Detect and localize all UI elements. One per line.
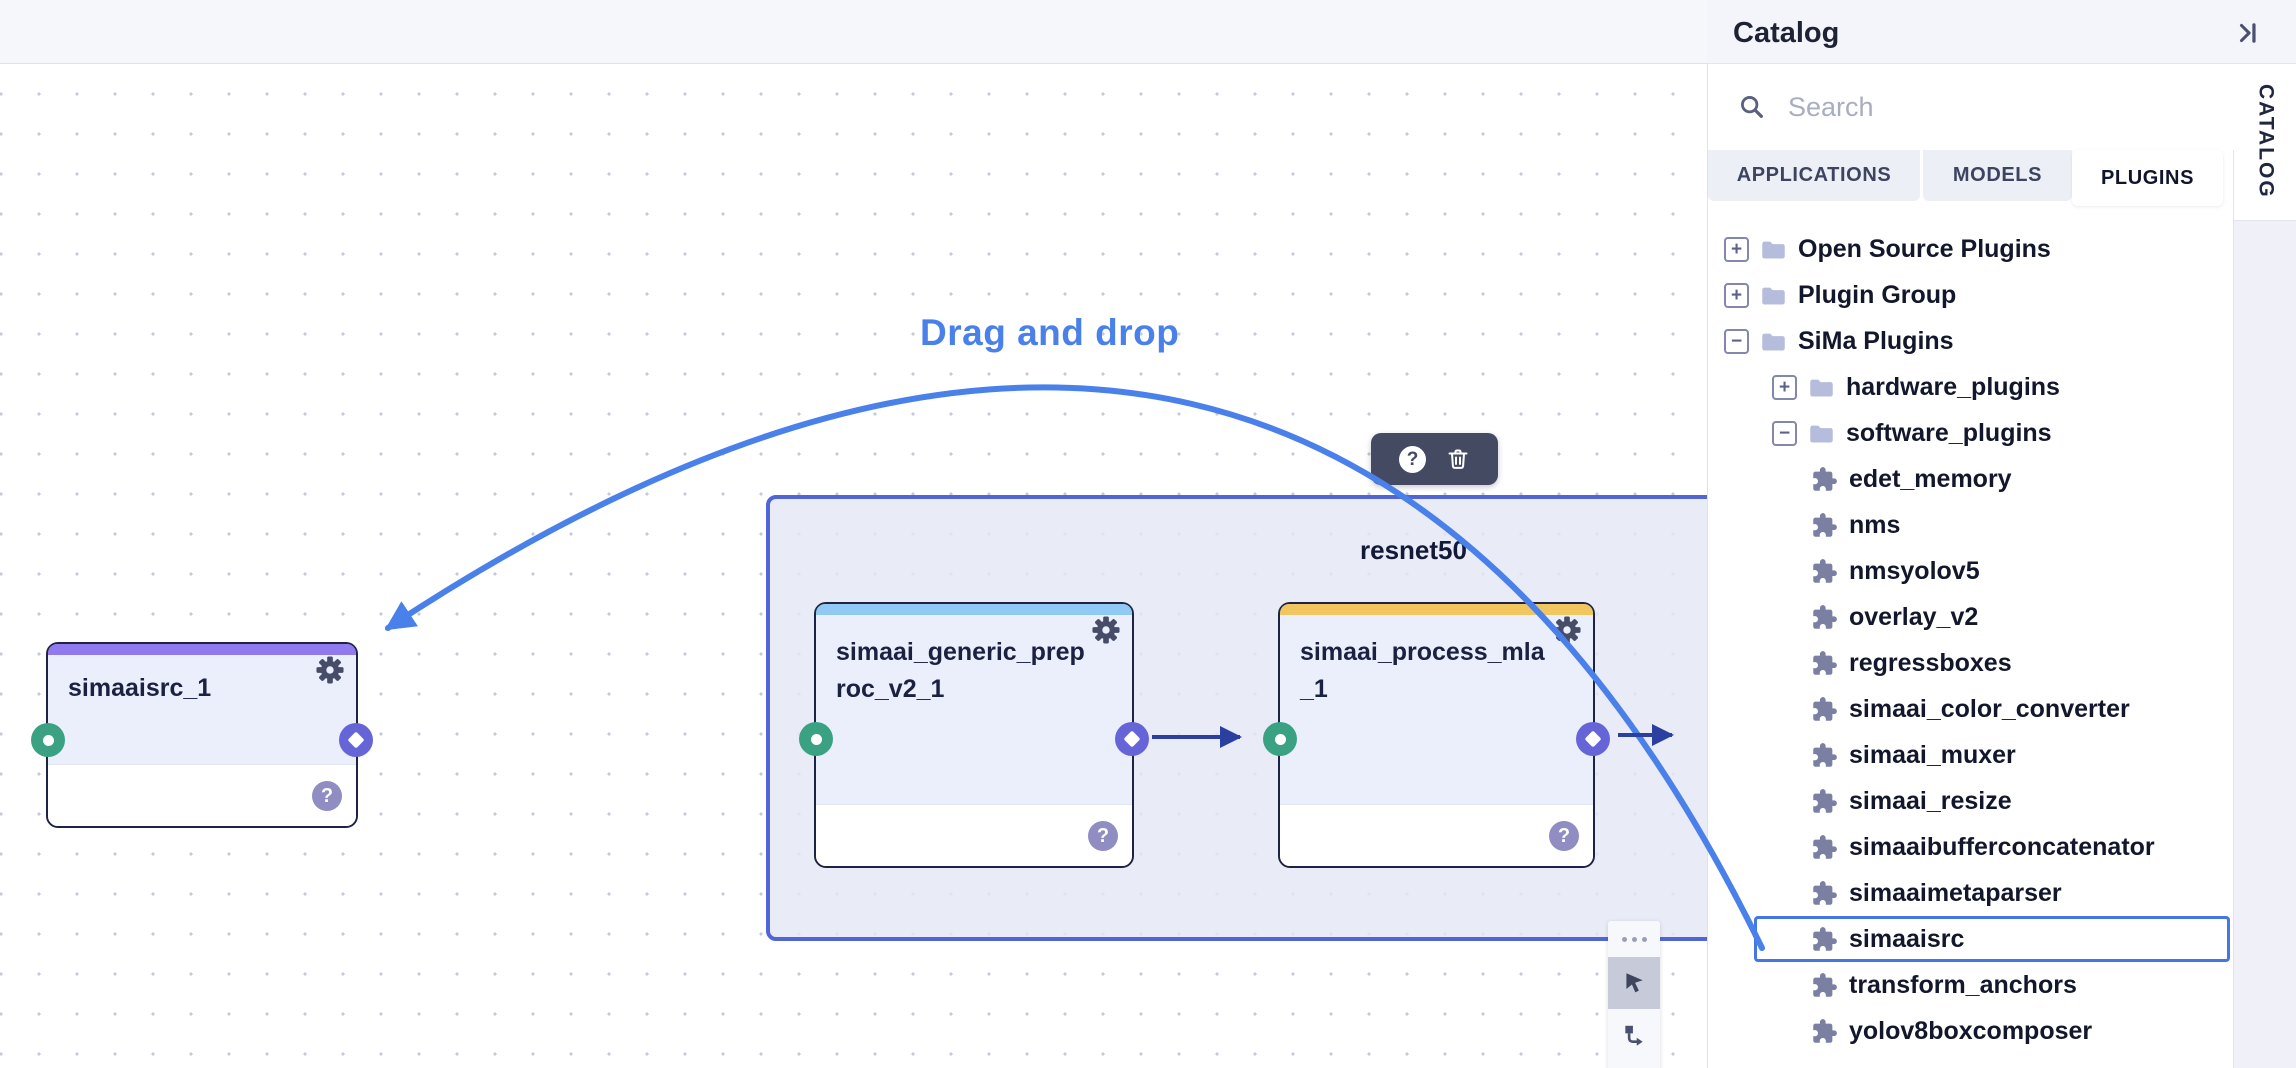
folder-icon [1762,333,1785,350]
collapse-icon[interactable]: − [1772,420,1797,446]
expand-icon[interactable]: + [1772,374,1797,400]
node-accent-strip [48,644,356,655]
tab-applications[interactable]: APPLICATIONS [1708,150,1920,201]
output-port[interactable] [339,723,373,757]
expand-icon[interactable]: + [1724,236,1749,262]
folder-icon [1762,287,1785,304]
tree-item-transform-anchors[interactable]: transform_anchors [1708,962,2234,1008]
connector-icon [1625,1025,1643,1046]
tree-item-nmsyolov5[interactable]: nmsyolov5 [1708,548,2234,594]
node-simaaisrc-1[interactable]: simaaisrc_1 ? [31,642,373,828]
input-port[interactable] [31,723,65,757]
node-title: simaai_process_mla_1 [1300,638,1545,703]
input-port[interactable] [799,722,833,756]
tree-item-regressboxes[interactable]: regressboxes [1708,640,2234,686]
catalog-vertical-tab[interactable]: CATALOG [2234,63,2296,221]
search-icon [1741,96,1763,118]
node-title: simaaisrc_1 [68,674,212,702]
trash-icon[interactable] [1446,447,1470,471]
tree-item-simaai-resize[interactable]: simaai_resize [1708,778,2234,824]
plugin-icon [1813,604,1837,629]
ellipsis-icon [1621,936,1647,942]
gear-icon[interactable] [1551,614,1583,646]
tree-item-edet-memory[interactable]: edet_memory [1708,456,2234,502]
tree-item-hardware-plugins[interactable]: + hardware_plugins [1708,364,2234,410]
plugin-icon [1813,1018,1837,1043]
folder-icon [1810,379,1833,396]
plugin-icon [1813,696,1837,721]
tree-item-nms[interactable]: nms [1708,502,2234,548]
gear-icon[interactable] [1090,614,1122,646]
tree-item-simaaisrc[interactable]: simaaisrc [1708,916,2234,962]
selection-toolbar: ? [1371,433,1498,485]
expand-icon[interactable]: + [1724,282,1749,308]
search-placeholder: Search [1788,91,1874,122]
tree-item-yolov8boxcomposer[interactable]: yolov8boxcomposer [1708,1008,2234,1054]
plugin-icon [1813,834,1837,859]
tab-models[interactable]: MODELS [1923,150,2072,201]
plugin-icon [1813,512,1837,537]
group-title: resnet50 [1360,535,1467,565]
pointer-icon [1626,973,1643,993]
folder-icon [1810,425,1833,442]
pointer-tool-button[interactable] [1608,957,1660,1009]
plugin-icon [1813,926,1837,951]
tree-item-open-source-plugins[interactable]: + Open Source Plugins [1708,226,2234,272]
side-tab-strip: CATALOG [2233,0,2296,1068]
tree-item-sima-plugins[interactable]: − SiMa Plugins [1708,318,2234,364]
editor-canvas[interactable]: resnet50 simaaisrc_1 ? simaai_generic_pr… [0,0,1726,1068]
catalog-header: Catalog [1707,0,2296,64]
more-options-button[interactable] [1608,921,1660,957]
node-footer: ? [816,804,1132,866]
tree-item-simaai-color-converter[interactable]: simaai_color_converter [1708,686,2234,732]
node-accent-strip [1280,604,1593,615]
gear-icon[interactable] [314,654,346,686]
plugin-icon [1813,972,1837,997]
tree-item-simaai-muxer[interactable]: simaai_muxer [1708,732,2234,778]
output-port[interactable] [1576,722,1610,756]
catalog-panel: Search APPLICATIONS MODELS PLUGINS + Ope… [1707,0,2234,1068]
plugin-icon [1813,650,1837,675]
node-accent-strip [816,604,1132,615]
plugin-icon [1813,880,1837,905]
output-port[interactable] [1115,722,1149,756]
folder-icon [1762,241,1785,258]
canvas-tool-strip [1608,921,1660,1068]
canvas-topbar [0,0,1707,64]
node-title: simaai_generic_preproc_v2_1 [836,638,1085,703]
plugin-tree: + Open Source Plugins + Plugin Group − S… [1708,226,2234,1054]
collapse-panel-icon[interactable] [2235,20,2261,46]
drag-and-drop-label: Drag and drop [920,312,1180,353]
plugin-icon [1813,742,1837,767]
tree-item-software-plugins[interactable]: − software_plugins [1708,410,2234,456]
node-process-mla[interactable]: simaai_process_mla_1 ? [1263,602,1610,868]
node-generic-preproc[interactable]: simaai_generic_preproc_v2_1 ? [799,602,1149,868]
node-footer: ? [1280,804,1593,866]
tree-item-overlay-v2[interactable]: overlay_v2 [1708,594,2234,640]
catalog-title: Catalog [1733,17,1840,49]
node-footer: ? [48,764,356,826]
help-icon[interactable]: ? [1399,445,1426,473]
node-help-icon[interactable]: ? [1549,821,1579,851]
node-help-icon[interactable]: ? [312,781,342,811]
catalog-tabbar: APPLICATIONS MODELS PLUGINS [1708,150,2234,206]
plugin-icon [1813,466,1837,491]
connector-tool-button[interactable] [1608,1009,1660,1061]
plugin-icon [1813,558,1837,583]
node-help-icon[interactable]: ? [1088,821,1118,851]
input-port[interactable] [1263,722,1297,756]
tab-plugins[interactable]: PLUGINS [2072,150,2223,206]
tree-item-simaaimetaparser[interactable]: simaaimetaparser [1708,870,2234,916]
search-input[interactable]: Search [1708,64,2234,150]
tree-item-plugin-group[interactable]: + Plugin Group [1708,272,2234,318]
collapse-icon[interactable]: − [1724,328,1749,354]
plugin-icon [1813,788,1837,813]
tree-item-simaaibufferconcatenator[interactable]: simaaibufferconcatenator [1708,824,2234,870]
